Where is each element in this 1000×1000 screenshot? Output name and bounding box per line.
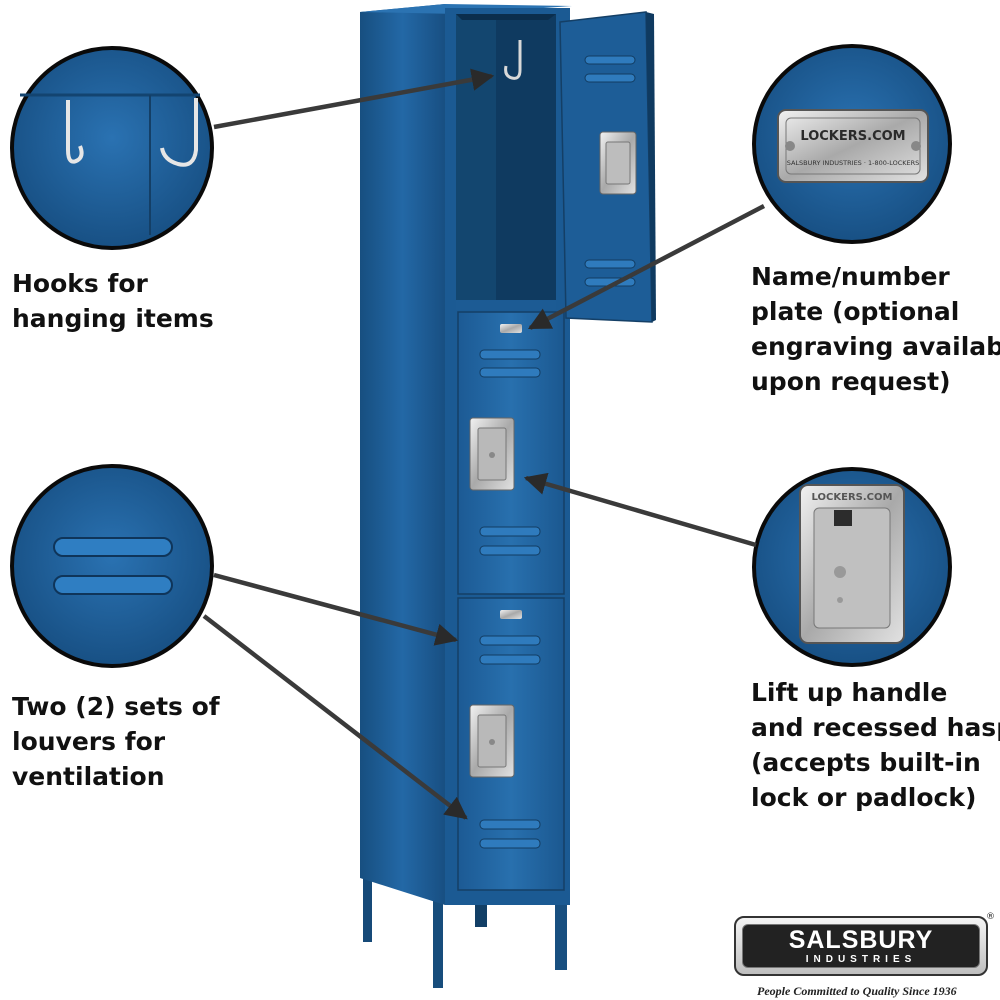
locker-leg xyxy=(433,880,443,988)
number-plate xyxy=(500,324,522,333)
arrow-handle xyxy=(523,472,757,548)
label-line: ventilation xyxy=(12,762,165,791)
handle-label: Lift up handle and recessed hasp (accept… xyxy=(751,675,1000,815)
label-line: Lift up handle xyxy=(751,678,948,707)
louver-set xyxy=(479,635,541,849)
brand-tagline: People Committed to Quality Since 1936 xyxy=(757,984,957,998)
plate-text: LOCKERS.COM xyxy=(800,129,905,144)
plate-subtext: SALSBURY INDUSTRIES · 1-800-LOCKERS xyxy=(787,159,920,167)
brand-sub: INDUSTRIES xyxy=(805,954,917,965)
nameplate-detail-circle: LOCKERS.COM SALSBURY INDUSTRIES · 1-800-… xyxy=(752,44,952,244)
louvers-label: Two (2) sets of louvers for ventilation xyxy=(12,689,220,794)
label-line: (accepts built-in xyxy=(751,748,981,777)
hasp-text: LOCKERS.COM xyxy=(812,492,893,503)
recessed-hasp xyxy=(469,704,515,778)
locker-leg xyxy=(363,872,372,942)
arrow-louvers-2 xyxy=(202,614,468,820)
coat-hook-icon xyxy=(66,100,84,164)
logo-inner: SALSBURY INDUSTRIES xyxy=(742,924,980,968)
registered-mark: ® xyxy=(986,912,995,922)
arrow-nameplate xyxy=(528,204,766,330)
locker-door-open xyxy=(559,11,656,323)
logo-frame: SALSBURY INDUSTRIES xyxy=(734,916,988,976)
label-line: and recessed hasp xyxy=(751,713,1000,742)
handle-detail-circle: LOCKERS.COM xyxy=(752,467,952,667)
label-line: hanging items xyxy=(12,304,214,333)
label-line: lock or padlock) xyxy=(751,783,977,812)
nameplate-label: Name/number plate (optional engraving av… xyxy=(751,259,1000,399)
hooks-label: Hooks for hanging items xyxy=(12,266,214,336)
louvers-detail-circle xyxy=(10,464,214,668)
label-line: upon request) xyxy=(751,367,951,396)
coat-hook-icon xyxy=(160,98,198,167)
label-line: engraving available xyxy=(751,332,1000,361)
locker xyxy=(360,4,656,988)
recessed-hasp xyxy=(469,417,515,491)
arrow-hooks xyxy=(213,68,495,130)
pointer-arrows xyxy=(202,68,766,820)
coat-hook-icon xyxy=(504,40,522,80)
label-line: Name/number xyxy=(751,262,950,291)
hooks-detail-circle xyxy=(10,46,214,250)
label-line: plate (optional xyxy=(751,297,960,326)
salsbury-logo: SALSBURY INDUSTRIES ® xyxy=(734,912,995,978)
label-line: Hooks for xyxy=(12,269,148,298)
brand-name: SALSBURY xyxy=(788,926,934,954)
locker-side-panel xyxy=(360,4,445,905)
label-line: Two (2) sets of xyxy=(12,692,220,721)
louver-set xyxy=(479,349,541,556)
number-plate xyxy=(500,610,522,619)
label-line: louvers for xyxy=(12,727,166,756)
arrow-louvers-1 xyxy=(213,572,459,646)
